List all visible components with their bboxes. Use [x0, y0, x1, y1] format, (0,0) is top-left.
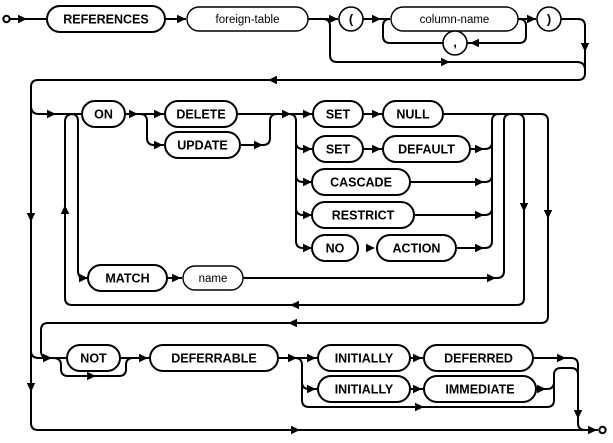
nonterminal-name-label: name — [199, 273, 228, 285]
keyword-references: REFERENCES — [46, 5, 166, 33]
keyword-delete-label: DELETE — [176, 107, 225, 121]
keyword-initially-2-label: INITIALLY — [335, 382, 394, 396]
end-terminal-icon — [598, 425, 607, 435]
close-paren-label: ) — [547, 12, 551, 27]
keyword-cascade: CASCADE — [311, 168, 411, 196]
keyword-no: NO — [311, 234, 359, 262]
keyword-action-label: ACTION — [393, 241, 441, 255]
punctuation-open-paren: ( — [338, 6, 364, 32]
keyword-no-label: NO — [326, 241, 345, 255]
keyword-on: ON — [81, 100, 126, 128]
keyword-initially-1-label: INITIALLY — [335, 351, 394, 365]
keyword-set-1-label: SET — [326, 107, 351, 121]
keyword-restrict: RESTRICT — [311, 201, 415, 229]
keyword-deferrable-label: DEFERRABLE — [171, 351, 256, 365]
keyword-default-label: DEFAULT — [398, 142, 455, 156]
keyword-deferrable: DEFERRABLE — [149, 344, 279, 372]
keyword-match: MATCH — [87, 264, 168, 292]
nonterminal-column-name-label: column-name — [420, 14, 490, 26]
nonterminal-column-name: column-name — [390, 6, 519, 32]
nonterminal-name: name — [182, 265, 244, 291]
keyword-null: NULL — [382, 100, 444, 128]
keyword-delete: DELETE — [164, 100, 238, 128]
keyword-not: NOT — [66, 344, 121, 372]
keyword-references-label: REFERENCES — [63, 12, 148, 26]
keyword-on-label: ON — [94, 107, 113, 121]
punctuation-comma: , — [442, 30, 468, 56]
keyword-initially-1: INITIALLY — [317, 344, 411, 372]
start-terminal-icon — [2, 14, 11, 24]
keyword-update-label: UPDATE — [177, 138, 227, 152]
keyword-immediate-label: IMMEDIATE — [445, 382, 514, 396]
punctuation-close-paren: ) — [536, 6, 562, 32]
keyword-not-label: NOT — [80, 351, 107, 365]
keyword-update: UPDATE — [164, 131, 241, 159]
keyword-default: DEFAULT — [382, 135, 471, 163]
keyword-deferred: DEFERRED — [423, 344, 534, 372]
keyword-cascade-label: CASCADE — [330, 175, 392, 189]
keyword-deferred-label: DEFERRED — [444, 351, 513, 365]
keyword-immediate: IMMEDIATE — [423, 375, 537, 403]
nonterminal-foreign-table: foreign-table — [186, 6, 309, 32]
keyword-restrict-label: RESTRICT — [332, 208, 395, 222]
keyword-match-label: MATCH — [105, 271, 149, 285]
keyword-set-2: SET — [312, 135, 364, 163]
keyword-null-label: NULL — [396, 107, 430, 121]
keyword-initially-2: INITIALLY — [317, 375, 411, 403]
keyword-action: ACTION — [376, 234, 457, 262]
comma-label: , — [453, 35, 457, 50]
keyword-set-2-label: SET — [326, 142, 351, 156]
arrowheads — [18, 14, 597, 435]
nonterminal-foreign-table-label: foreign-table — [216, 14, 280, 26]
open-paren-label: ( — [349, 12, 354, 27]
keyword-set-1: SET — [312, 100, 364, 128]
